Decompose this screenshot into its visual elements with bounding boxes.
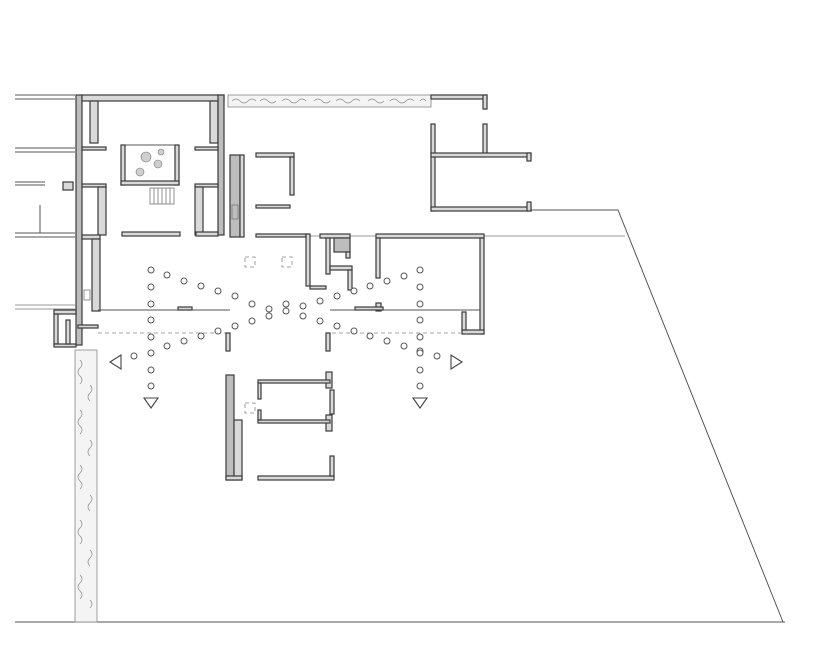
column [265,305,273,313]
column [416,266,424,274]
column [147,382,155,390]
column [383,277,391,285]
column [197,282,205,290]
column [366,282,374,290]
northwest-block [75,94,225,346]
south-wing [225,371,335,481]
column [265,312,273,320]
column [416,382,424,390]
column [282,300,290,308]
west-building [15,94,75,310]
colonnade-columns [130,266,441,390]
column [214,327,222,335]
column [147,283,155,291]
marker-triangle-south-right [411,397,429,409]
column [147,316,155,324]
column [416,300,424,308]
site-boundary [15,209,785,623]
column [248,300,256,308]
column [383,337,391,345]
column [333,292,341,300]
column [299,302,307,310]
column [163,342,171,350]
west-hedge [74,349,98,623]
column [299,312,307,320]
northeast-pavilion [430,94,532,212]
column [366,332,374,340]
column [416,333,424,341]
marker-triangle-east [450,353,464,371]
marker-triangle-west [108,353,122,371]
column [316,317,324,325]
column [231,292,239,300]
column [333,322,341,330]
column [400,272,408,280]
east-wing [375,233,485,335]
central-hall [53,306,480,352]
column [350,287,358,295]
column [433,352,441,360]
column [416,316,424,324]
column [147,366,155,374]
column [147,349,155,357]
column [350,327,358,335]
column [130,352,138,360]
column [282,307,290,315]
column [416,349,424,357]
column [316,297,324,305]
column [416,366,424,374]
column [147,300,155,308]
column [416,283,424,291]
column [214,287,222,295]
column [248,317,256,325]
column [147,333,155,341]
column [400,342,408,350]
column [147,266,155,274]
column [163,271,171,279]
direction-markers [108,353,464,409]
column [180,277,188,285]
marker-triangle-south-left [142,397,160,409]
column [180,337,188,345]
column [197,332,205,340]
stair [149,187,175,205]
north-core [229,152,353,291]
column [231,322,239,330]
north-hedge [227,94,432,108]
